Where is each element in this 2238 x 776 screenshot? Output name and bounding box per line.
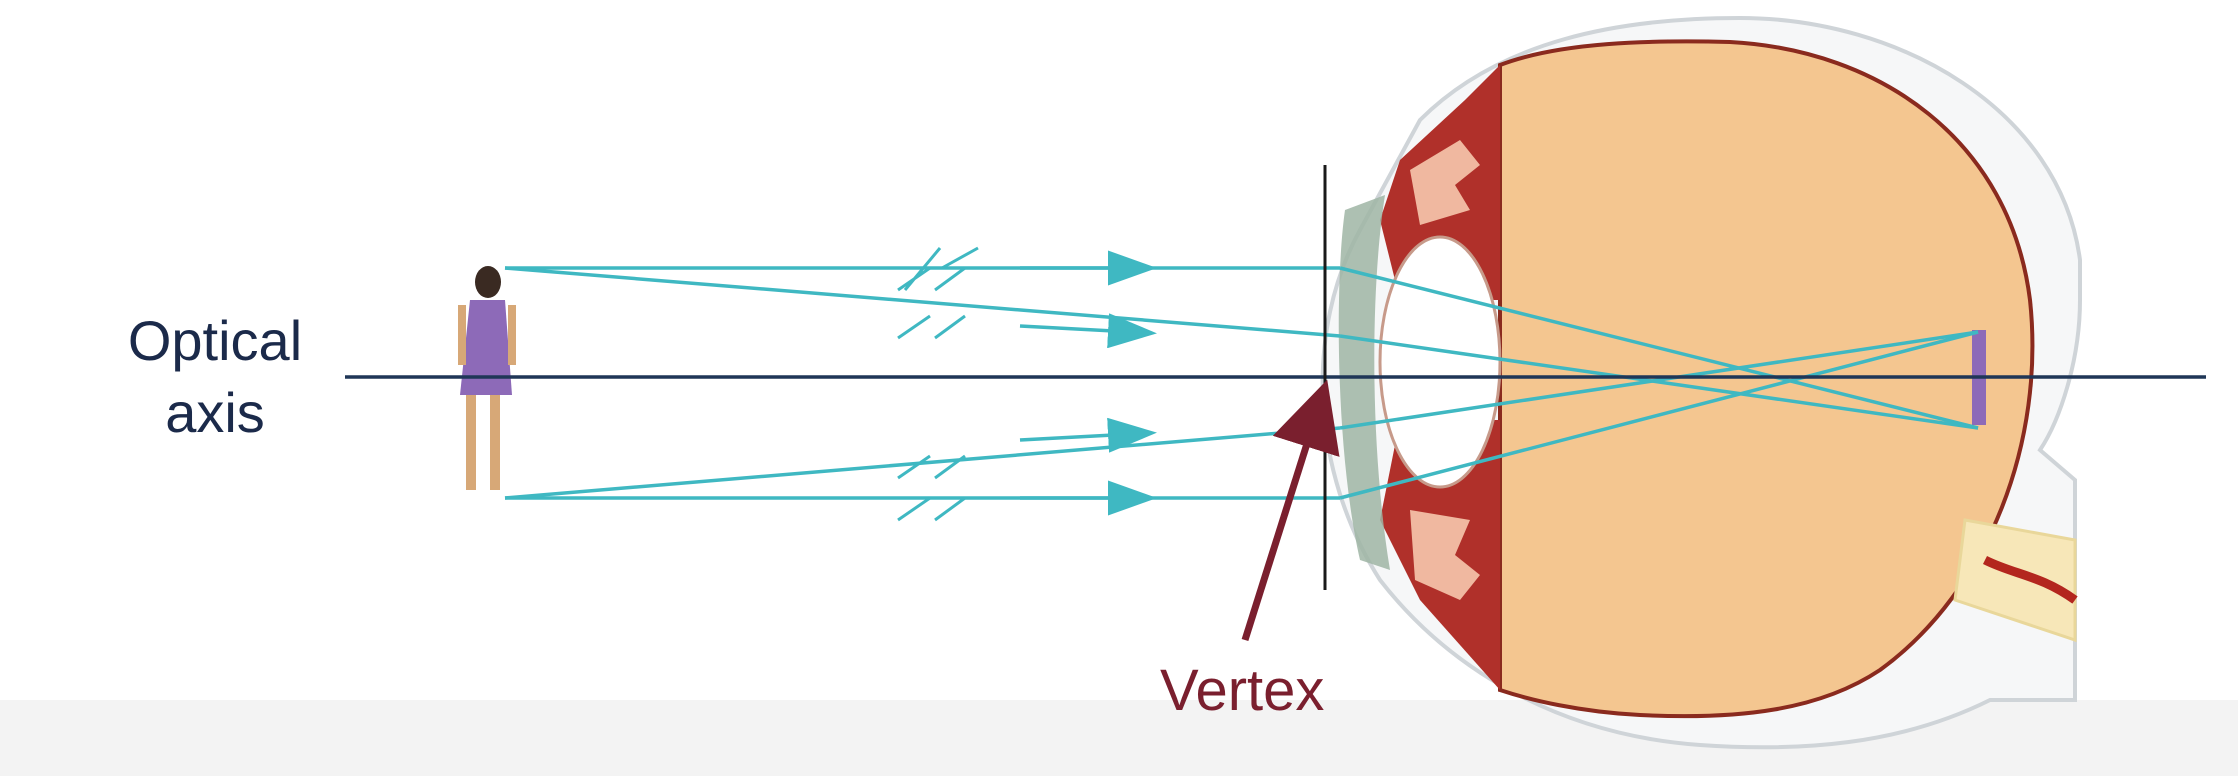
optical-axis-label-line1: Optical: [127, 309, 303, 372]
ray-top-oblique: [504, 266, 1341, 338]
ray-bottom-oblique: [504, 426, 1341, 500]
person-figure: [458, 266, 516, 490]
vertex-label: Vertex: [1160, 658, 1325, 723]
optical-axis-label-line2: axis: [165, 381, 265, 444]
fiber-break-icon: [897, 246, 979, 522]
optical-axis-label: Optical axis: [105, 305, 325, 449]
eyeball-cross-section: [1320, 15, 2082, 750]
vertex-arrow: [1241, 379, 1340, 642]
